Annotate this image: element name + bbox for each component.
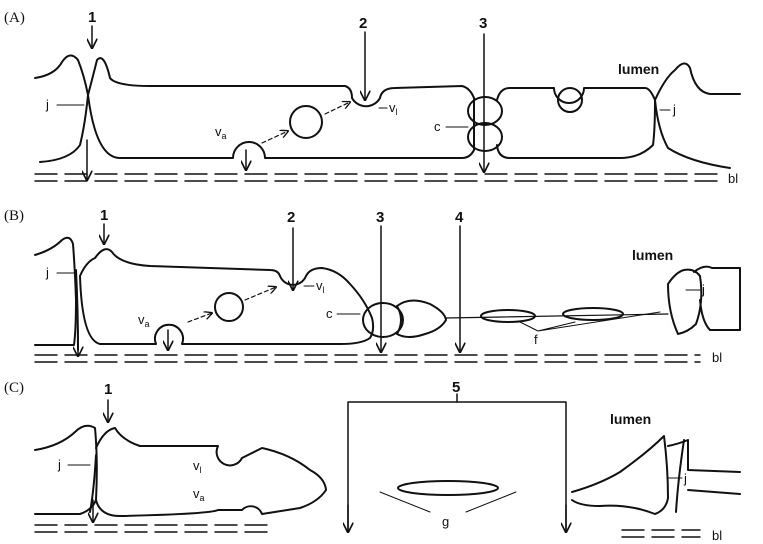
cell-outline xyxy=(572,436,668,514)
lumen-label: lumen xyxy=(632,247,673,263)
transport-arrow xyxy=(188,313,212,322)
cell-outline xyxy=(497,88,655,158)
vl-label: vl xyxy=(193,458,202,475)
marker-4: 4 xyxy=(455,209,464,226)
va-label: va xyxy=(215,124,227,141)
basal-lamina xyxy=(35,355,700,362)
cell-outline xyxy=(668,440,740,472)
cell-outline xyxy=(88,58,474,158)
panel-label-a: (A) xyxy=(4,10,25,26)
cell-outline xyxy=(35,426,97,514)
cell-outline xyxy=(96,428,326,516)
panel-label-b: (B) xyxy=(4,208,24,224)
j-label: j xyxy=(683,471,687,486)
panel-b xyxy=(35,224,740,362)
vl-label: vl xyxy=(316,278,325,295)
cell-outline xyxy=(688,490,740,494)
vl-label: vl xyxy=(389,100,398,117)
marker-1: 1 xyxy=(104,381,112,398)
bracket xyxy=(348,402,566,530)
f-label: f xyxy=(534,332,538,347)
transport-arrow xyxy=(245,287,276,300)
basal-lamina xyxy=(35,525,268,532)
lumen-label: lumen xyxy=(618,61,659,77)
marker-3: 3 xyxy=(479,15,487,32)
cell-outline xyxy=(35,55,88,95)
marker-5: 5 xyxy=(452,379,460,396)
j-label: j xyxy=(57,457,61,472)
marker-2: 2 xyxy=(287,209,295,226)
cell-outline xyxy=(668,270,701,334)
junction-c-half xyxy=(397,300,446,337)
bl-label: bl xyxy=(728,171,738,186)
bl-label: bl xyxy=(712,528,722,543)
lumen-label: lumen xyxy=(610,411,651,427)
cell-outline xyxy=(80,249,373,344)
marker-1: 1 xyxy=(100,207,108,224)
transport-arrow xyxy=(325,102,350,114)
membrane-fragment xyxy=(398,481,498,495)
bl-label: bl xyxy=(712,350,722,365)
j-label: j xyxy=(45,265,49,280)
j-label: j xyxy=(672,102,676,117)
marker-3: 3 xyxy=(376,209,384,226)
c-label: c xyxy=(326,306,333,321)
g-label: g xyxy=(442,514,449,529)
vesicle xyxy=(290,106,322,138)
panel-label-c: (C) xyxy=(4,380,24,396)
basal-lamina xyxy=(622,530,700,537)
panel-a xyxy=(35,26,740,181)
cell-outline xyxy=(35,238,76,345)
junction-line xyxy=(676,440,684,512)
vesicle xyxy=(215,293,243,321)
basal-lamina xyxy=(35,174,720,181)
cell-outline xyxy=(655,63,740,100)
c-label: c xyxy=(434,119,441,134)
transport-arrow xyxy=(262,131,288,143)
j-label: j xyxy=(45,97,49,112)
membrane-fragment xyxy=(563,308,623,320)
j-label: j xyxy=(701,282,705,297)
marker-1: 1 xyxy=(88,9,96,26)
marker-2: 2 xyxy=(359,15,367,32)
va-label: va xyxy=(193,486,205,503)
va-label: va xyxy=(138,312,150,329)
